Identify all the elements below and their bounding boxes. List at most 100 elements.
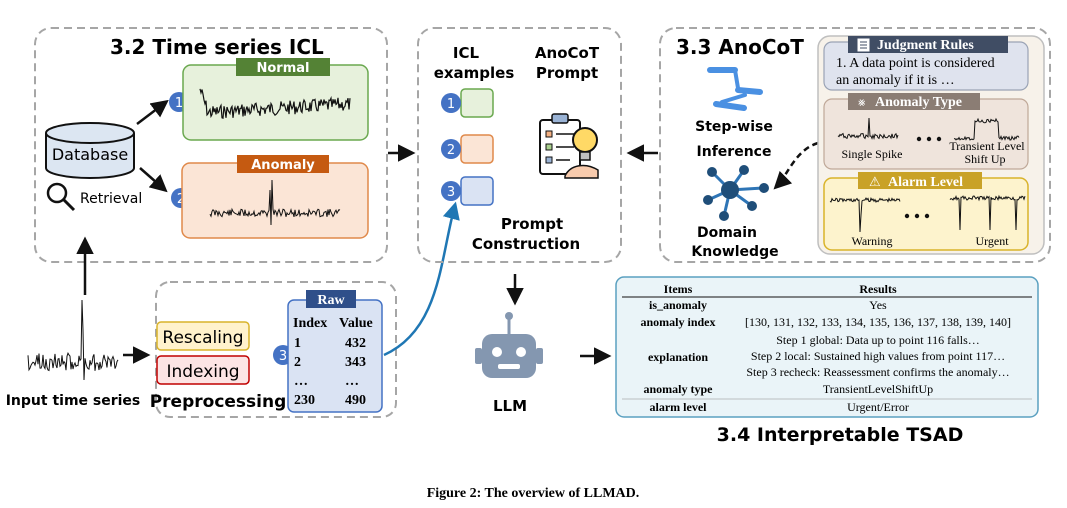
icl-section-border (34, 27, 388, 263)
domain-knowledge-icon (703, 165, 769, 221)
normal-series-line (199, 88, 351, 120)
prompt-slot-2-circle (441, 139, 461, 159)
llm-label: LLM (493, 397, 527, 415)
results-val-alarm-level: Urgent/Error (847, 400, 909, 414)
single-spike-label: Single Spike (841, 147, 902, 161)
anomaly-type-title: Anomaly Type (875, 95, 962, 110)
anocot-section-title: 3.3 AnoCoT (676, 35, 804, 59)
anocot-prompt-label-2: Prompt (536, 64, 598, 82)
prompt-slot-raw (460, 176, 494, 206)
anocot-section-border (659, 27, 1051, 263)
ellipsis-dot (914, 213, 920, 219)
clipboard-bulb-icon (539, 113, 599, 179)
indexing-box (156, 355, 250, 385)
raw-cell-value: 343 (345, 355, 366, 370)
prompt-slot-3-circle (441, 181, 461, 201)
domain-label-2: Knowledge (691, 244, 778, 260)
judgment-rules-text-1: 1. A data point is considered (836, 56, 995, 71)
anocot-prompt-label-1: AnoCoT (535, 44, 600, 62)
prompt-construction-label-2: Construction (472, 235, 580, 253)
prompt-slot-1-number: 1 (447, 97, 455, 112)
anomaly-header (237, 155, 329, 173)
raw-cell-value: … (345, 374, 359, 389)
indexing-label: Indexing (166, 362, 239, 382)
ellipsis-dot (904, 213, 910, 219)
ellipsis-dot (936, 136, 942, 142)
results-section: Items Results is_anomaly Yes anomaly ind… (615, 276, 1039, 446)
icl-examples-label-1: ICL (453, 44, 480, 62)
anomaly-series-line (209, 179, 341, 226)
database-label: Database (52, 145, 128, 164)
single-spike-line (837, 117, 899, 140)
raw-cell-index: 230 (294, 393, 315, 408)
raw-cell-index: 1 (294, 336, 301, 351)
raw-title: Raw (317, 293, 345, 308)
icl-examples-label-2: examples (434, 64, 515, 82)
alarm-level-header (858, 172, 982, 189)
ellipsis-dot (916, 136, 922, 142)
prompt-slot-2-number: 2 (447, 143, 455, 158)
input-label: Input time series (6, 393, 141, 409)
results-key-explanation: explanation (648, 350, 708, 364)
preprocessing-label: Preprocessing (150, 392, 287, 412)
results-header-results: Results (859, 282, 897, 296)
raw-cell-value: 432 (345, 336, 366, 351)
warning-series-line (829, 197, 901, 233)
prompt-slot-normal (460, 88, 494, 118)
anomaly-type-header (848, 93, 980, 110)
anocot-section: 3.3 AnoCoT Step-wise Inference (659, 27, 1051, 263)
normal-label: Normal (257, 61, 310, 76)
step-3-number-preprocess: 3 (279, 349, 287, 364)
bug-icon: ⨳ (858, 95, 866, 109)
retrieval-label: Retrieval (80, 191, 142, 207)
raw-col-value: Value (339, 316, 373, 331)
transient-label-1: Transient Level (949, 139, 1025, 153)
urgent-label: Urgent (975, 234, 1009, 248)
icl-section: 3.2 Time series ICL Database Retrieval 1… (34, 27, 388, 263)
arrow-db-to-normal (136, 99, 169, 125)
results-val-anomaly-type: TransientLevelShiftUp (823, 382, 933, 396)
results-key-anomaly-type: anomaly type (644, 382, 714, 396)
rescaling-box (156, 321, 250, 351)
ellipsis-dot (924, 213, 930, 219)
results-key-alarm-level: alarm level (650, 400, 708, 414)
prompt-construction-label-1: Prompt (501, 215, 563, 233)
prompt-section-border (417, 27, 622, 263)
level-shift-line (953, 117, 1020, 141)
raw-col-index: Index (293, 316, 327, 331)
alarm-level-title: Alarm Level (888, 175, 963, 190)
ellipsis-dot (926, 136, 932, 142)
arrow-raw-to-prompt (383, 201, 460, 357)
prompt-section: ICL examples AnoCoT Prompt 1 2 3 Prompt … (417, 27, 622, 263)
prompt-slot-3-number: 3 (447, 185, 455, 200)
judgment-rules-title: Judgment Rules (877, 38, 974, 53)
results-val-explanation-3: Step 3 recheck: Reassessment confirms th… (746, 365, 1009, 379)
warning-icon: ⚠ (869, 175, 881, 190)
transient-label-2: Shift Up (964, 152, 1005, 166)
anomaly-label: Anomaly (251, 158, 315, 173)
database-icon (45, 122, 135, 179)
preprocessing-section: Rescaling Indexing Preprocessing 3 Raw I… (150, 281, 397, 418)
urgent-series-line (949, 194, 1026, 231)
warning-label: Warning (851, 234, 892, 248)
judgment-rules-text-2: an anomaly if it is … (836, 73, 955, 88)
prompt-slot-1-circle (441, 93, 461, 113)
prompt-slot-anomaly (460, 134, 494, 164)
results-section-title: 3.4 Interpretable TSAD (717, 424, 964, 446)
step-1-number: 1 (175, 96, 183, 111)
raw-cell-index: … (294, 374, 308, 389)
stepwise-label-2: Inference (697, 144, 772, 160)
normal-header (236, 58, 330, 76)
results-box (615, 276, 1039, 418)
figure-caption: Figure 2: The overview of LLMAD. (427, 486, 640, 501)
raw-cell-index: 2 (294, 355, 301, 370)
icl-section-title: 3.2 Time series ICL (110, 35, 324, 59)
document-icon (857, 38, 870, 52)
results-val-explanation-1: Step 1 global: Data up to point 116 fall… (776, 333, 980, 347)
input-series-line (27, 299, 119, 381)
arrow-db-to-anomaly (139, 167, 168, 193)
judgment-rules-header (848, 36, 1008, 53)
stepwise-icon (707, 67, 763, 111)
step-2-number: 2 (177, 192, 185, 207)
